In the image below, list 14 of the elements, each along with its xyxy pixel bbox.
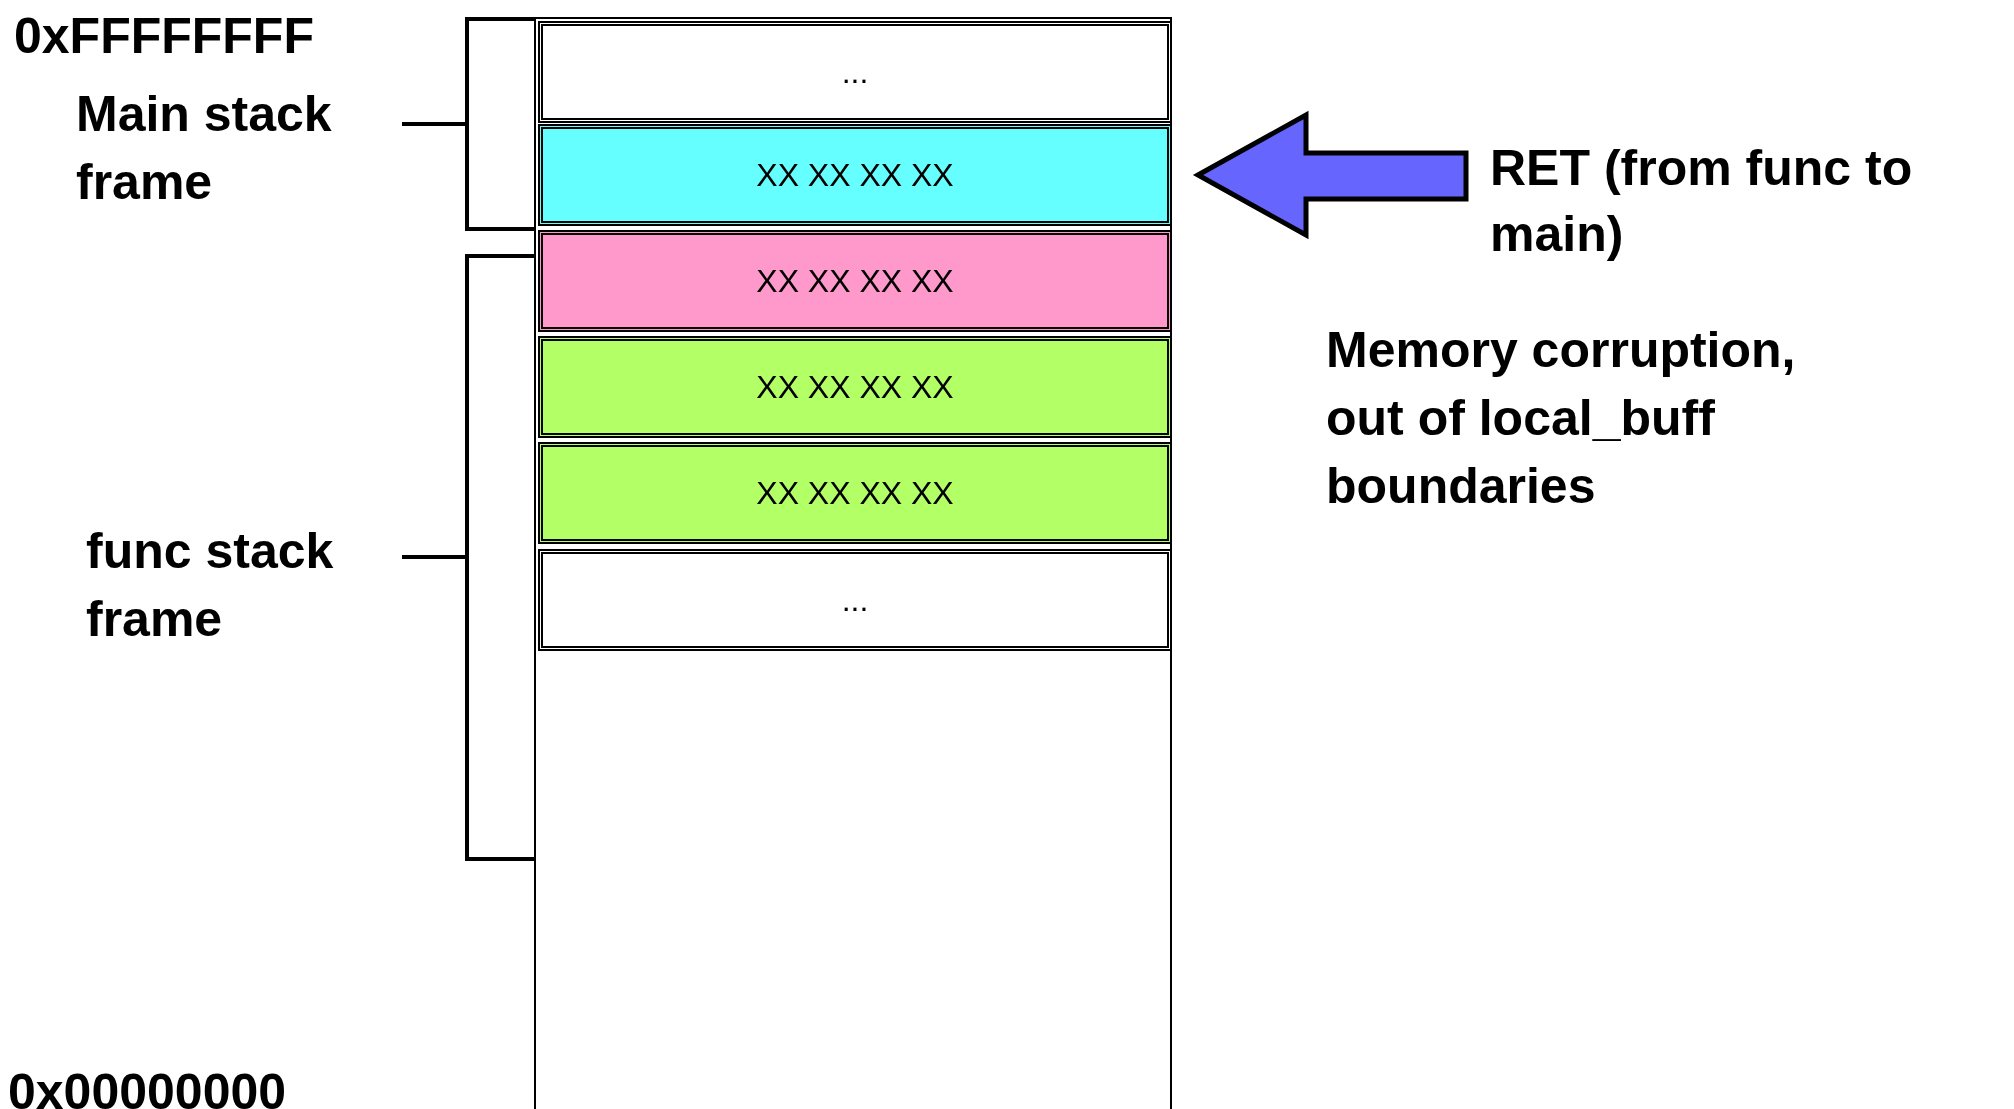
note-text: Memory corruption, out of local_buff boundaries [1326, 321, 1797, 516]
address-label: 0xFFFFFFFF [14, 7, 315, 66]
frame-label: func stack frame [86, 522, 335, 649]
stack-column [534, 17, 1172, 1109]
block-arrow [1192, 110, 1469, 240]
stack-cell: ... [538, 21, 1172, 123]
stack-cell: XX XX XX XX [538, 230, 1172, 332]
return-address-cell: XX XX XX XX [538, 124, 1172, 226]
arrow-label: RET (from func to main) [1490, 135, 2010, 275]
buffer-cell: XX XX XX XX [538, 336, 1172, 438]
buffer-cell: XX XX XX XX [538, 442, 1172, 544]
frame-label: Main stack frame [76, 85, 333, 212]
address-label: 0x00000000 [8, 1063, 288, 1109]
stack-cell: ... [538, 549, 1172, 651]
